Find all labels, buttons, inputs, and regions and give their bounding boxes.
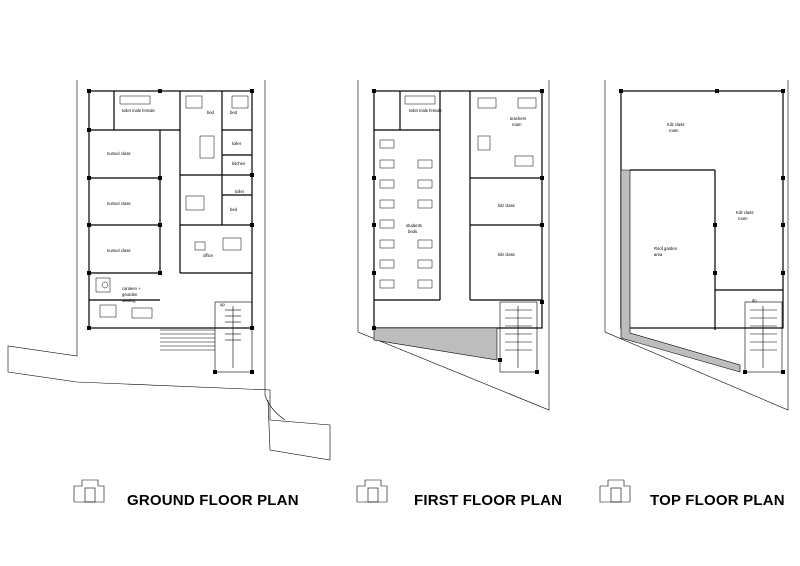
key-icon-top <box>599 479 631 503</box>
top-kilz2-label-2: room <box>738 216 748 221</box>
top-roof-garden-label: Roof garden <box>654 246 678 251</box>
first-teachers-label-2: room <box>512 122 522 127</box>
key-icon-first <box>356 479 388 503</box>
first-site-boundary <box>357 80 550 411</box>
ground-up-label: up <box>220 302 225 307</box>
first-toilet-label: toilet male female <box>409 108 442 113</box>
ground-canteen-label-3: seating <box>122 298 136 303</box>
ground-bed1-label: bed <box>207 110 215 115</box>
top-roof-garden-edge <box>620 169 741 373</box>
ground-nursery2-label: nursuri class <box>107 201 131 206</box>
road-curve <box>264 394 286 421</box>
ground-nursery3-label: nursuri class <box>107 248 131 253</box>
first-students-label: students <box>406 223 422 228</box>
key-icon-ground <box>73 479 105 503</box>
top-roof-garden-label-2: area <box>654 252 663 257</box>
ground-bed2-label: bed <box>230 110 238 115</box>
ground-floor-title: GROUND FLOOR PLAN <box>127 492 299 509</box>
ground-canteen-label: canteen + <box>122 286 141 291</box>
ground-nursery1-label: nursuri class <box>107 151 131 156</box>
ground-bed3-label: bed <box>230 207 238 212</box>
top-kilz1-label-2: room <box>669 128 679 133</box>
top-kilz2-label: Kilz class <box>736 210 753 215</box>
top-kilz1-label: Kilz class <box>667 122 684 127</box>
first-students-label-2: beds <box>408 229 417 234</box>
top-floor-title: TOP FLOOR PLAN <box>650 492 785 509</box>
first-terrace-hatch <box>373 327 498 361</box>
ground-toilet-label: toilet male female <box>122 108 155 113</box>
ground-canteen-label-2: geurden <box>122 292 138 297</box>
top-dn-label: dn <box>752 298 757 303</box>
ground-toilet2-label: toilet <box>235 189 245 194</box>
first-floor-title: FIRST FLOOR PLAN <box>414 492 562 509</box>
first-teachers-label: teachers <box>510 116 526 121</box>
site-boundary <box>7 80 331 461</box>
ground-office-label: office <box>203 253 214 258</box>
top-site-boundary <box>604 80 789 411</box>
ground-toilet1-label: toilet <box>232 141 242 146</box>
first-kilz2-label: kilz class <box>498 252 515 257</box>
ground-kitchen-label: kitchen <box>232 161 246 166</box>
first-kilz1-label: kilz class <box>498 203 515 208</box>
ground-outer-wall <box>88 90 253 329</box>
top-floor-plan: Kilz class room Kilz class room Roof gar… <box>604 80 789 411</box>
first-floor-plan: toilet male female teachers room student… <box>357 80 550 411</box>
ground-floor-plan: toilet male female bed bed toilet kitche… <box>7 80 331 461</box>
